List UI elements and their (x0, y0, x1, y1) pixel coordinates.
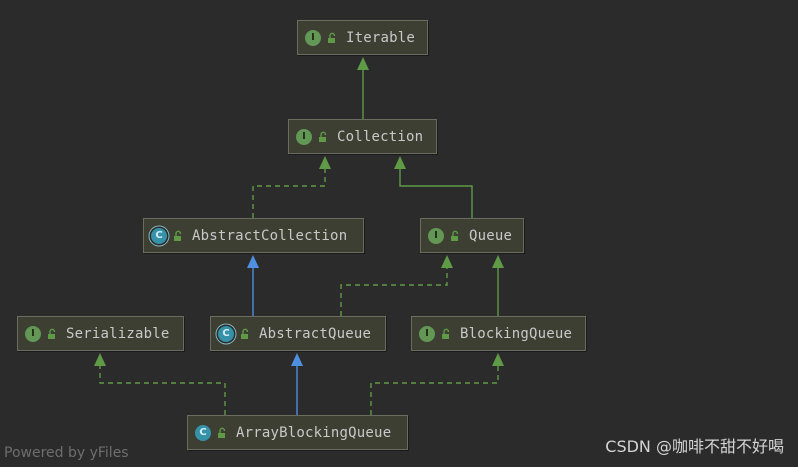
node-label: Iterable (346, 29, 416, 46)
lock-open-icon (319, 131, 327, 142)
class-badge-icon: C (195, 424, 211, 441)
arrowhead-icon (441, 255, 453, 268)
node-label: AbstractCollection (192, 227, 348, 244)
node-collection[interactable]: I Collection (288, 119, 437, 154)
node-label: Queue (469, 227, 513, 244)
edge-queue-to-collection (399, 169, 473, 218)
interface-badge-icon: I (25, 325, 41, 342)
interface-badge-icon: I (428, 227, 444, 244)
edge-abstract_queue-to-queue (340, 268, 448, 316)
arrowhead-icon (319, 156, 331, 169)
lock-open-icon (48, 328, 56, 339)
powered-by-text: Powered by yFiles (4, 445, 129, 461)
interface-badge-icon: I (296, 128, 312, 145)
node-label: Collection (337, 128, 424, 145)
lock-open-icon (174, 230, 182, 241)
node-blocking-queue[interactable]: I BlockingQueue (411, 316, 586, 351)
arrowhead-icon (247, 255, 259, 268)
node-abstract-queue[interactable]: C AbstractQueue (210, 316, 386, 351)
lock-open-icon (218, 427, 226, 438)
abstract-class-badge-icon: C (218, 325, 234, 342)
edge-array_blocking_queue-to-blocking_queue (370, 366, 499, 415)
node-label: Serializable (66, 325, 170, 342)
arrowhead-icon (291, 353, 303, 366)
arrowhead-icon (357, 57, 369, 70)
node-label: AbstractQueue (259, 325, 372, 342)
node-serializable[interactable]: I Serializable (17, 316, 184, 351)
edge-abstract_collection-to-collection (252, 169, 326, 218)
node-label: ArrayBlockingQueue (236, 424, 392, 441)
arrowhead-icon (394, 156, 406, 169)
node-iterable[interactable]: I Iterable (297, 20, 428, 55)
interface-badge-icon: I (419, 325, 435, 342)
arrowhead-icon (492, 255, 504, 268)
arrowhead-icon (492, 353, 504, 366)
node-queue[interactable]: I Queue (420, 218, 524, 253)
lock-open-icon (451, 230, 459, 241)
node-array-blocking-queue[interactable]: C ArrayBlockingQueue (187, 415, 408, 450)
abstract-class-badge-icon: C (151, 227, 167, 244)
lock-open-icon (241, 328, 249, 339)
watermark-text: CSDN @咖啡不甜不好喝 (605, 437, 784, 456)
node-abstract-collection[interactable]: C AbstractCollection (143, 218, 364, 253)
lock-open-icon (442, 328, 450, 339)
lock-open-icon (328, 32, 336, 43)
node-label: BlockingQueue (460, 325, 573, 342)
arrowhead-icon (94, 353, 106, 366)
interface-badge-icon: I (305, 29, 321, 46)
edge-array_blocking_queue-to-serializable (99, 366, 226, 415)
